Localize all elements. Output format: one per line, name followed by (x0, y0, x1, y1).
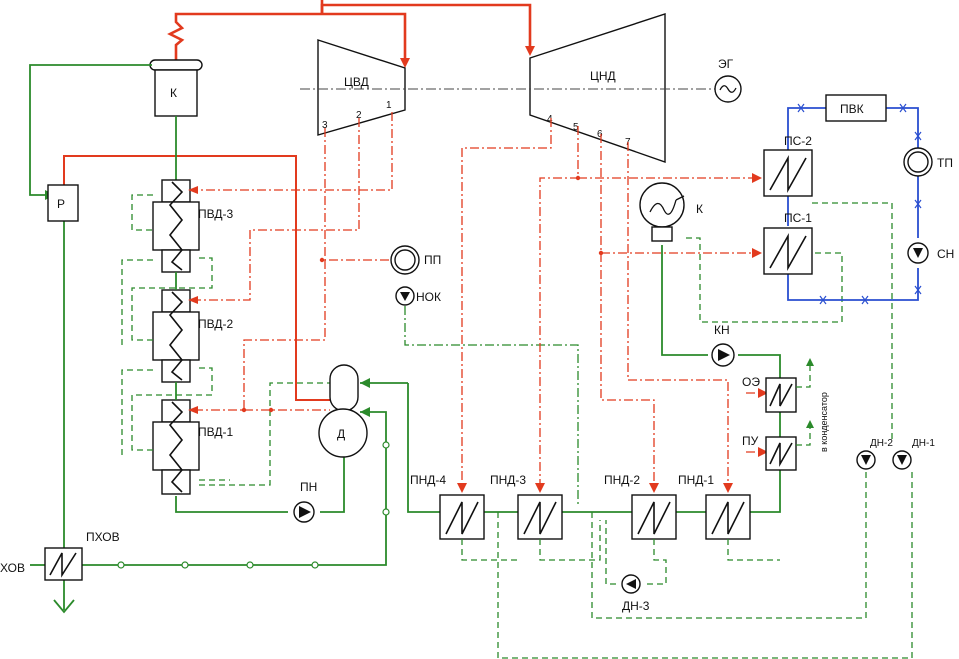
lp-heater-3: ПНД-3 (490, 473, 563, 540)
feed-pump: ПН (293, 480, 317, 523)
condenser-drain (686, 237, 843, 323)
heating-network (787, 103, 922, 305)
hp-extraction-lines (188, 112, 393, 414)
hp-tap-1: 1 (386, 100, 392, 111)
lp-extraction-lines (457, 118, 768, 493)
dn3-label: ДН-3 (622, 599, 650, 613)
oe-label: ОЭ (742, 375, 760, 389)
network-x-marks (797, 103, 922, 305)
lp-tap-5: 5 (573, 122, 579, 133)
nok-label: НОК (416, 290, 441, 304)
to-condenser-label: в конденсатор (819, 392, 829, 452)
drain-pump-1: ДН-1 (892, 438, 935, 470)
ps2-label: ПС-2 (784, 134, 812, 148)
raw-water-heater: ПХОВ ХОВ (0, 530, 120, 581)
hp-heater-2: ПВД-2 (152, 289, 233, 383)
condenser: К (639, 182, 703, 242)
lp-heater-drains (461, 470, 913, 659)
condensate-pump: КН (711, 323, 735, 367)
lp-tap-4: 4 (547, 114, 553, 125)
hp-tap-2: 2 (356, 110, 362, 121)
hpv2-label: ПВД-2 (198, 317, 233, 331)
hpv3-label: ПВД-3 (198, 207, 233, 221)
deaerator: Д (318, 364, 368, 458)
condenser-label: К (696, 202, 703, 216)
nok-pump: НОК (395, 286, 441, 306)
hp-heater-drains (121, 194, 330, 486)
generator-label: ЭГ (718, 57, 734, 71)
lp-tap-6: 6 (597, 129, 603, 140)
sn-label: СН (937, 247, 954, 261)
hp-cylinder-label: ЦВД (344, 75, 369, 89)
raw-water-label: ХОВ (0, 561, 25, 575)
lpv1-label: ПНД-1 (678, 473, 714, 487)
boiler: К (149, 59, 203, 117)
hp-cylinder: ЦВД 1 2 3 (317, 39, 406, 136)
lpv3-label: ПНД-3 (490, 473, 526, 487)
dn2-label: ДН-2 (870, 438, 893, 449)
drain-pump-3: ДН-3 (621, 574, 650, 613)
network-pump: СН (907, 242, 954, 264)
network-heater-2: ПС-2 (763, 134, 813, 197)
pvk-label: ПВК (840, 102, 864, 116)
expander-label: Р (57, 197, 65, 211)
pp-unit: ПП (390, 245, 441, 275)
pu-label: ПУ (742, 434, 759, 448)
boiler-label: К (170, 86, 177, 100)
lp-heater-2: ПНД-2 (604, 473, 677, 540)
lp-heater-4: ПНД-4 (410, 473, 485, 540)
ps1-label: ПС-1 (784, 211, 812, 225)
nok-line (404, 306, 579, 505)
hp-heater-3: ПВД-3 (152, 179, 233, 273)
seal-cooler: ПУ (742, 434, 797, 471)
lpv2-label: ПНД-2 (604, 473, 640, 487)
dn1-label: ДН-1 (912, 438, 935, 449)
hpv1-label: ПВД-1 (198, 425, 233, 439)
drain-pump-2: ДН-2 (856, 438, 893, 470)
raw-heater-label: ПХОВ (86, 530, 120, 544)
feed-pump-label: ПН (300, 480, 317, 494)
tp-label: ТП (937, 156, 953, 170)
hp-heater-1: ПВД-1 (152, 399, 233, 495)
generator: ЭГ (714, 57, 742, 103)
heat-consumer: ТП (903, 147, 953, 177)
expander: Р (47, 184, 79, 222)
ps2-drain (812, 202, 893, 440)
lpv4-label: ПНД-4 (410, 473, 446, 487)
peak-boiler: ПВК (825, 94, 887, 122)
feedwater-lines (29, 64, 781, 614)
network-heater-1: ПС-1 (763, 211, 813, 275)
lp-cylinder-label: ЦНД (590, 69, 616, 83)
to-condenser-arrows: в конденсатор (796, 358, 829, 452)
hp-tap-3: 3 (322, 120, 328, 131)
live-steam-lines (63, 0, 535, 401)
kn-label: КН (714, 323, 730, 337)
lp-cylinder: ЦНД 4 5 6 7 (529, 13, 666, 163)
deaerator-label: Д (337, 427, 345, 441)
ejector-cooler: ОЭ (742, 375, 797, 413)
pp-label: ПП (424, 253, 441, 267)
feedwater-nodes (117, 441, 390, 569)
lp-heater-1: ПНД-1 (678, 473, 751, 540)
